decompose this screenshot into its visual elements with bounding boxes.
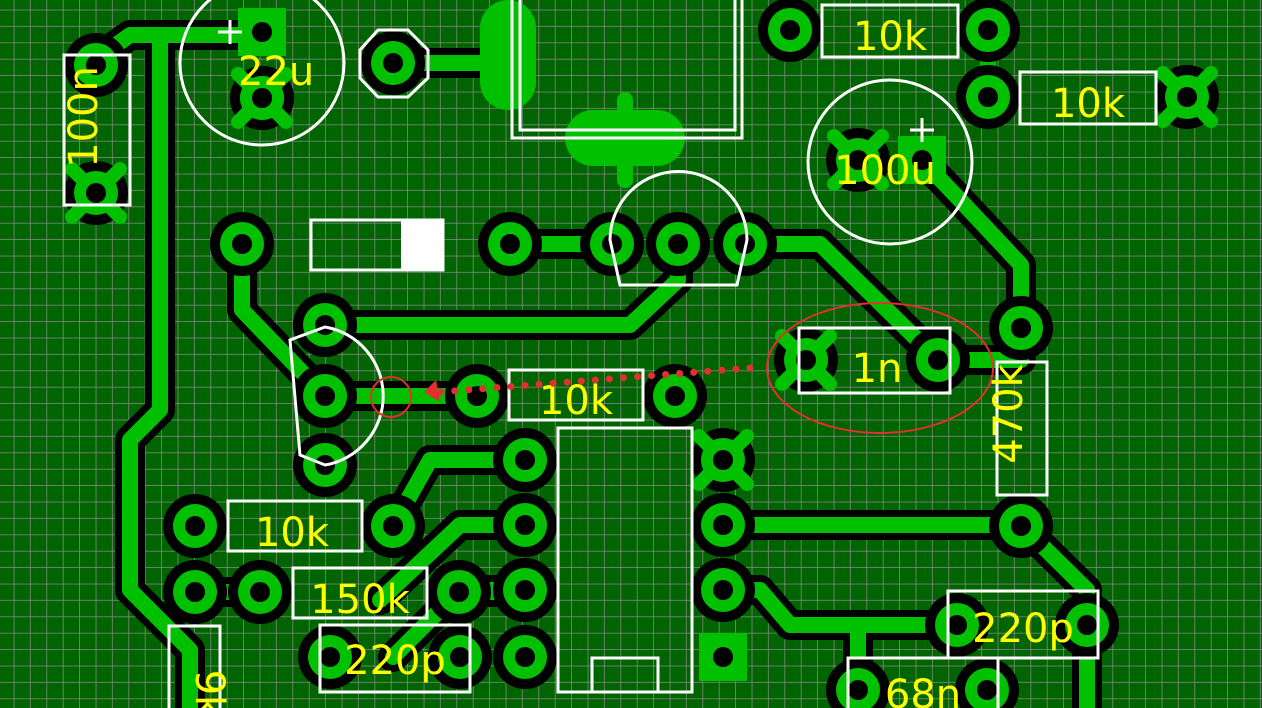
drill-hole (515, 647, 535, 667)
drill-hole (665, 386, 685, 406)
drill-hole (713, 647, 733, 667)
drill-hole (315, 386, 335, 406)
drill-hole (86, 55, 106, 75)
target-circle (370, 376, 412, 418)
drill-hole (250, 582, 270, 602)
drill-hole (383, 516, 403, 536)
drill-hole (1077, 615, 1097, 635)
drill-hole (848, 680, 868, 700)
label-470k: 470k (986, 363, 1032, 463)
label-10k-top1: 10k (853, 14, 928, 60)
label-22u: 22u (238, 49, 314, 95)
drill-hole (977, 680, 997, 700)
drill-hole (185, 516, 205, 536)
crystal-pad (480, 0, 536, 110)
drill-hole (1011, 516, 1031, 536)
transistor-top-outline (608, 170, 749, 287)
drill-hole (515, 515, 535, 535)
drill-hole (780, 20, 800, 40)
silkscreen (62, 0, 1158, 708)
pad-octagon-outline (358, 28, 430, 99)
annotation (370, 302, 994, 434)
drill-hole (978, 20, 998, 40)
drill-hole (928, 350, 948, 370)
label-150k: 150k (310, 577, 410, 623)
label-10k-low: 10k (255, 510, 330, 556)
drill-hole (978, 87, 998, 107)
cap-100n-outline (62, 53, 132, 207)
drill-hole (1011, 318, 1031, 338)
label-1n: 1n (852, 346, 903, 392)
drill-hole (449, 582, 469, 602)
label-10k-top2: 10k (1051, 81, 1126, 127)
label-220p-left: 220p (344, 638, 446, 684)
drill-hole (320, 647, 340, 667)
drill-hole (713, 580, 733, 600)
label-220p-right: 220p (972, 606, 1074, 652)
drill-hole (848, 150, 868, 170)
drill-hole (86, 183, 106, 203)
drill-hole (450, 647, 470, 667)
diode-band (401, 220, 443, 270)
component-labels: 100n 22u 10k 10k 100u 10k 1n 470k 10k 15… (61, 14, 1126, 708)
drill-hole (515, 580, 535, 600)
drill-hole (185, 582, 205, 602)
drill-hole (796, 350, 816, 370)
transistor-left-outline (288, 325, 385, 467)
label-100n: 100n (61, 66, 107, 168)
drill-hole (1177, 87, 1197, 107)
drill-hole (668, 234, 688, 254)
plus-icon (218, 20, 242, 44)
drill-hole (912, 150, 932, 170)
drill-hole (315, 315, 335, 335)
drill-hole (383, 53, 403, 73)
drill-hole (500, 234, 520, 254)
dotted-arrow (436, 364, 754, 396)
cap-100u-outline (806, 78, 974, 246)
drill-hole (947, 615, 967, 635)
drill-hole (252, 88, 272, 108)
highlight-ellipse (766, 302, 994, 434)
drill-hole (515, 450, 535, 470)
label-68n: 68n (885, 672, 961, 708)
drill-hole (713, 450, 733, 470)
cap-22u-outline (178, 0, 346, 147)
arrow-head-icon (424, 380, 440, 402)
drill-hole (232, 234, 252, 254)
drill-hole (713, 515, 733, 535)
label-100u: 100u (834, 148, 936, 194)
drill-hole (252, 22, 272, 42)
label-9k: 9k (186, 670, 232, 708)
